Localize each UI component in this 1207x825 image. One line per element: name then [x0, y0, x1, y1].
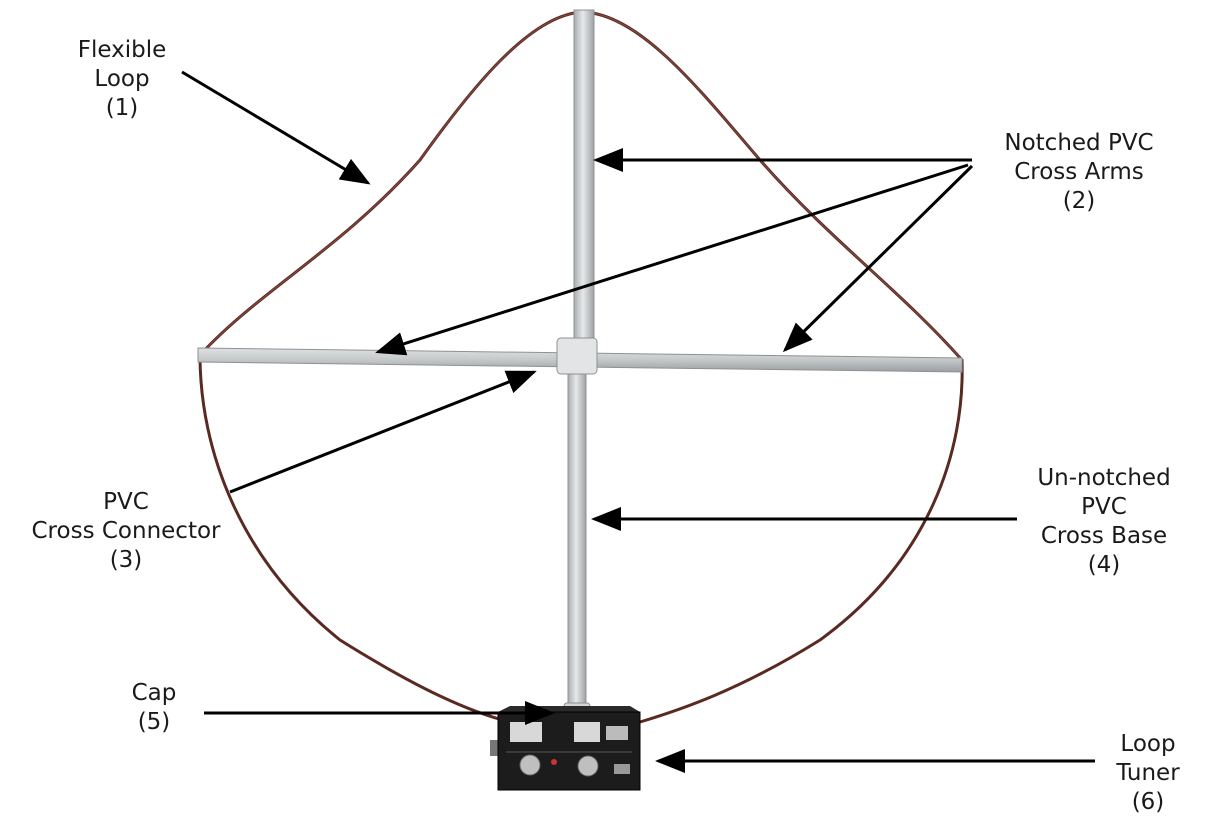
arrow-cross-arm-left	[375, 163, 969, 356]
label-loop-tuner: Loop Tuner (6)	[1116, 731, 1180, 815]
label-cross-base: Un-notched PVC Cross Base (4)	[1037, 465, 1171, 578]
pvc-upper-arm	[573, 9, 595, 346]
arrow-cross-connector	[229, 370, 537, 494]
arrow-flexible-loop	[181, 70, 371, 185]
label-flexible-loop: Flexible Loop (1)	[77, 37, 167, 121]
arrow-cross-arm-right	[782, 164, 974, 353]
label-cross-connector: PVC Cross Connector (3)	[31, 489, 221, 573]
pvc-cross-base	[567, 369, 587, 711]
loop-tuner-box	[490, 706, 641, 791]
label-cap: Cap (5)	[131, 680, 177, 735]
pointer-arrows	[181, 70, 1095, 773]
label-cross-arms: Notched PVC Cross Arms (2)	[1004, 130, 1154, 214]
pvc-cross-connector	[556, 337, 598, 375]
